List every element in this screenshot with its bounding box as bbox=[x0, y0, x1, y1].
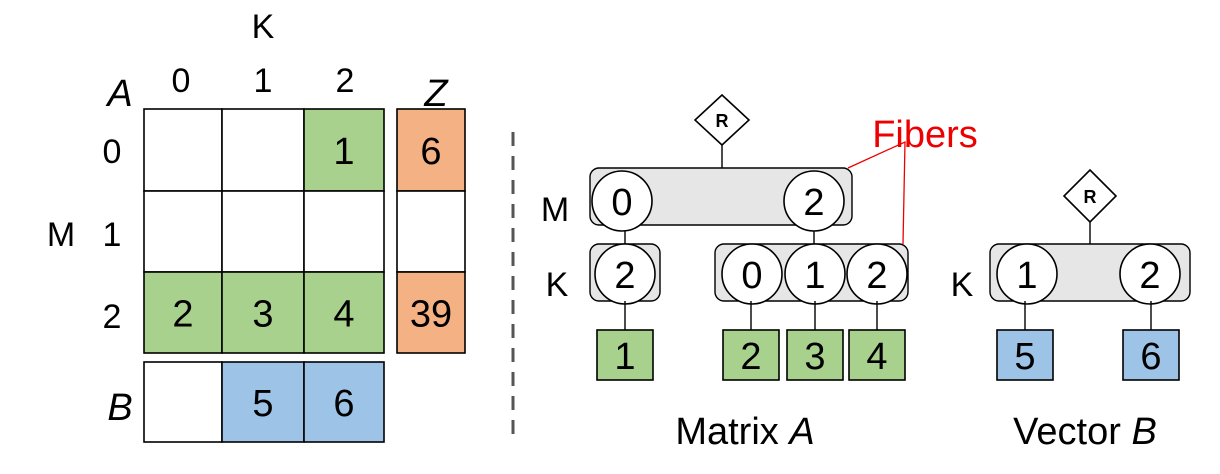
matrix-a-label: A bbox=[105, 73, 132, 115]
fibers-pointer-lines bbox=[847, 140, 906, 245]
vector-b-value: 5 bbox=[252, 383, 273, 425]
vector-b-cell bbox=[303, 361, 385, 443]
matrix-a-cell bbox=[143, 190, 223, 273]
payload-b-value: 5 bbox=[1014, 336, 1035, 378]
matrix-a-value: 1 bbox=[333, 131, 354, 173]
matrix-a-cell bbox=[303, 190, 385, 273]
m-coord bbox=[591, 170, 653, 232]
vector-z-label: Z bbox=[423, 73, 449, 115]
k-rank-label: K bbox=[546, 266, 569, 304]
col-index-0: 0 bbox=[172, 62, 191, 100]
k-coord-value: 0 bbox=[741, 255, 762, 297]
matrix-a-grid: 1 2 3 4 bbox=[143, 108, 385, 354]
matrix-a-cell bbox=[303, 108, 385, 192]
payload-a bbox=[786, 329, 844, 381]
vector-k-coord-value: 2 bbox=[1139, 255, 1160, 297]
payload-a bbox=[848, 329, 906, 381]
row-index-1: 1 bbox=[103, 216, 122, 254]
vector-z-column: 6 39 bbox=[396, 108, 466, 354]
m-coord-value: 0 bbox=[611, 182, 632, 224]
vector-k-coord bbox=[996, 243, 1058, 305]
m-rank-label: M bbox=[541, 191, 569, 229]
payload-a-value: 4 bbox=[866, 336, 887, 378]
matrix-caption: Matrix A bbox=[675, 411, 814, 453]
m-axis-label: M bbox=[47, 216, 75, 254]
matrix-a-cell bbox=[143, 271, 223, 354]
k-coord bbox=[721, 243, 783, 305]
payload-b bbox=[1122, 329, 1180, 381]
vector-b-cell bbox=[143, 361, 223, 443]
matrix-a-value: 4 bbox=[333, 294, 354, 336]
matrix-a-value: 2 bbox=[172, 294, 193, 336]
vector-k-coord bbox=[1119, 243, 1181, 305]
vector-z-cell bbox=[396, 271, 466, 354]
vector-z-value: 39 bbox=[410, 294, 452, 336]
vector-b-value: 6 bbox=[333, 383, 354, 425]
vector-z-value: 6 bbox=[420, 131, 441, 173]
k-coord-value: 2 bbox=[614, 255, 635, 297]
m-coord-value: 2 bbox=[803, 182, 824, 224]
payload-a-value: 2 bbox=[740, 336, 761, 378]
matrix-a-cell bbox=[221, 108, 305, 192]
col-index-1: 1 bbox=[254, 62, 273, 100]
vector-z-cell bbox=[396, 190, 466, 273]
k-axis-label: K bbox=[252, 8, 275, 46]
payload-a bbox=[722, 329, 780, 381]
matrix-a-cell bbox=[221, 271, 305, 354]
matrix-a-cell bbox=[221, 190, 305, 273]
payload-a-value: 1 bbox=[614, 336, 635, 378]
m-coord bbox=[783, 170, 845, 232]
vector-k-rank-label: K bbox=[951, 266, 974, 304]
vector-b-fibertree: R K 1 2 5 6 Vector B bbox=[951, 168, 1191, 453]
row-index-0: 0 bbox=[103, 133, 122, 171]
payload-b bbox=[996, 329, 1054, 381]
vector-caption: Vector B bbox=[1013, 411, 1157, 453]
vector-b-label: B bbox=[107, 387, 132, 429]
matrix-a-cell bbox=[143, 108, 223, 192]
k-coord-value: 2 bbox=[866, 255, 887, 297]
col-index-2: 2 bbox=[336, 62, 355, 100]
vector-root-label: R bbox=[1084, 187, 1097, 207]
matrix-a-value: 3 bbox=[252, 294, 273, 336]
root-label: R bbox=[716, 111, 729, 131]
k-coord-value: 1 bbox=[804, 255, 825, 297]
matrix-a-cell bbox=[303, 271, 385, 354]
payload-b-value: 6 bbox=[1140, 336, 1161, 378]
row-index-2: 2 bbox=[103, 298, 122, 336]
payload-a-value: 3 bbox=[804, 336, 825, 378]
vector-k-coord-value: 1 bbox=[1016, 255, 1037, 297]
payload-a bbox=[596, 329, 654, 381]
root-diamond bbox=[693, 93, 751, 147]
